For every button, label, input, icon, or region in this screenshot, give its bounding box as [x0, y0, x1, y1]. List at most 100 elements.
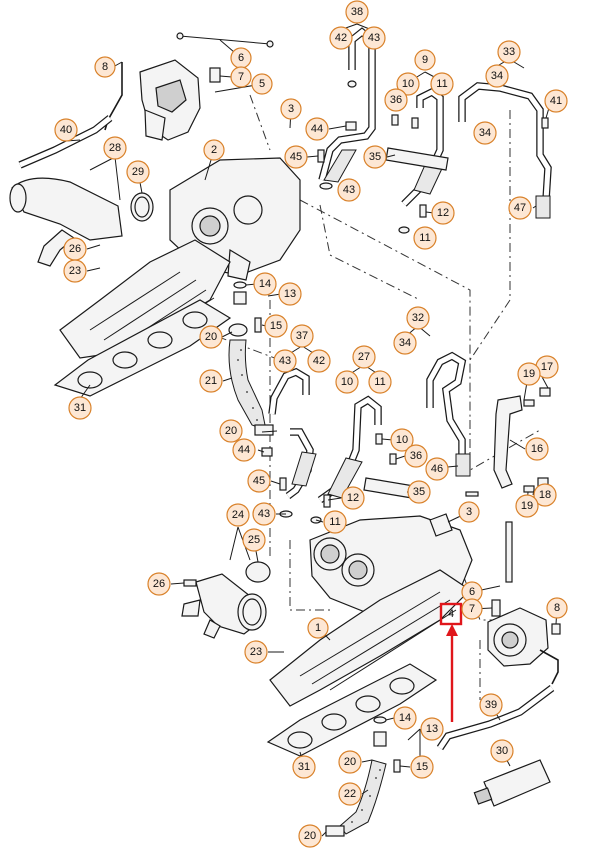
- callout-bubble: [273, 349, 297, 373]
- callout-label: 36: [390, 94, 402, 106]
- callout-part-29: 29: [126, 160, 150, 184]
- callout-part-33: 33: [497, 40, 521, 64]
- callout-part-23: 23: [63, 259, 87, 283]
- intake-elbow-lower: [181, 561, 271, 639]
- small-fittings-upper-right: [317, 114, 549, 234]
- callout-label: 35: [369, 151, 381, 163]
- callout-part-26: 26: [63, 237, 87, 261]
- callout-label: 11: [374, 376, 385, 388]
- callout-part-45: 45: [247, 469, 271, 493]
- callout-part-16: 16: [525, 437, 549, 461]
- callout-bubble: [278, 282, 302, 306]
- callout-bubble: [363, 145, 387, 169]
- callout-bubble: [199, 325, 223, 349]
- callout-bubble: [525, 437, 549, 461]
- callout-label: 12: [347, 492, 359, 504]
- callout-label: 14: [399, 712, 411, 724]
- callout-bubble: [384, 88, 408, 112]
- callout-part-45: 45: [284, 145, 308, 169]
- callout-part-47: 47: [508, 196, 532, 220]
- callout-bubble: [517, 362, 541, 386]
- bracket-35-middle: [363, 477, 415, 499]
- callout-bubble: [242, 528, 266, 552]
- callout-label: 25: [248, 534, 260, 546]
- callout-bubble: [473, 121, 497, 145]
- callout-part-17: 17: [535, 355, 559, 379]
- callout-label: 42: [313, 355, 325, 367]
- callout-label: 13: [284, 288, 296, 300]
- callout-bubble: [307, 617, 329, 639]
- callout-bubble: [329, 26, 353, 50]
- upper-oil-return-hose: [228, 339, 274, 436]
- callout-part-20: 20: [219, 419, 243, 443]
- lower-oil-fittings: [325, 716, 401, 837]
- coolant-pipe-33: [458, 82, 552, 219]
- callout-part-4: 4: [448, 608, 454, 620]
- callout-bubble: [307, 349, 331, 373]
- highlight-arrow-head: [446, 624, 458, 636]
- callout-bubble: [103, 136, 127, 160]
- callout-label: 39: [485, 699, 497, 711]
- callout-part-36: 36: [384, 88, 408, 112]
- callout-label: 44: [311, 123, 323, 135]
- callout-label: 42: [335, 32, 347, 44]
- callout-bubble: [252, 502, 276, 526]
- callout-label: 20: [304, 830, 316, 842]
- callout-bubble: [338, 782, 362, 806]
- callout-label: 22: [344, 788, 356, 800]
- callout-part-31: 31: [292, 755, 316, 779]
- callout-bubble: [94, 56, 116, 78]
- callout-label: 14: [259, 278, 271, 290]
- callout-label: 19: [521, 500, 533, 512]
- callout-part-34: 34: [473, 121, 497, 145]
- callout-bubble: [406, 306, 430, 330]
- callout-label: 18: [539, 489, 551, 501]
- callout-label: 24: [232, 509, 244, 521]
- callout-label: 20: [344, 756, 356, 768]
- coolant-pipe-37: [268, 367, 317, 499]
- callout-label: 5: [259, 78, 265, 90]
- callout-bubble: [362, 26, 386, 50]
- callout-label: 8: [554, 602, 560, 614]
- callout-label: 3: [466, 506, 472, 518]
- callout-label: 11: [436, 78, 447, 90]
- callout-bubble: [485, 64, 509, 88]
- callout-label: 40: [60, 124, 72, 136]
- callout-part-44: 44: [232, 438, 256, 462]
- callout-part-10: 10: [390, 428, 414, 452]
- callout-part-18: 18: [533, 483, 557, 507]
- callout-bubble: [335, 370, 359, 394]
- callout-part-19: 19: [517, 362, 541, 386]
- callout-bubble: [54, 118, 78, 142]
- callout-part-13: 13: [278, 282, 302, 306]
- callout-part-3: 3: [280, 98, 302, 120]
- callout-part-34: 34: [485, 64, 509, 88]
- callout-part-43: 43: [362, 26, 386, 50]
- callout-part-15: 15: [264, 314, 288, 338]
- sealant-tube: [473, 759, 551, 807]
- callout-bubble: [425, 457, 449, 481]
- callout-bubble: [126, 160, 150, 184]
- lower-charge-pipe: [436, 685, 555, 751]
- callout-label: 35: [413, 486, 425, 498]
- callout-part-6: 6: [230, 47, 252, 69]
- callout-part-42: 42: [329, 26, 353, 50]
- callout-part-46: 46: [425, 457, 449, 481]
- callout-label: 43: [279, 355, 291, 367]
- callout-bubble: [247, 469, 271, 493]
- callout-label: 45: [253, 475, 265, 487]
- callout-bubble: [414, 49, 436, 71]
- callout-label: 10: [402, 78, 414, 90]
- callout-bubble: [199, 369, 223, 393]
- callout-bubble: [292, 755, 316, 779]
- callout-part-21: 21: [199, 369, 223, 393]
- coolant-pipe-32: [426, 351, 471, 477]
- callout-bubble: [337, 178, 361, 202]
- callout-label: 11: [419, 232, 430, 244]
- callout-label: 7: [469, 603, 475, 615]
- callout-label: 6: [238, 52, 244, 64]
- callout-bubble: [284, 145, 308, 169]
- callout-part-43: 43: [252, 502, 276, 526]
